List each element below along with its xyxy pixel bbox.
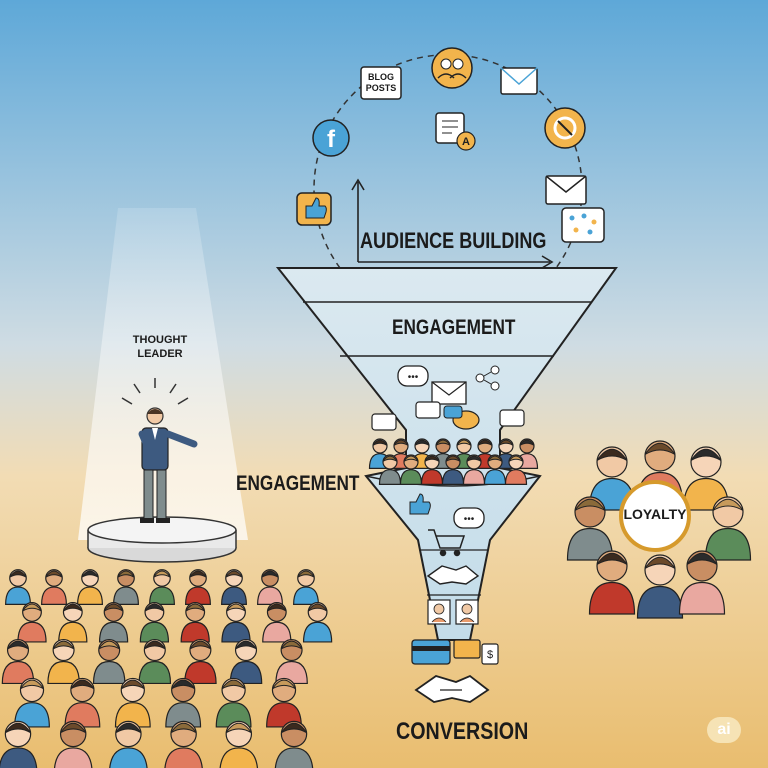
person	[462, 454, 486, 485]
handshake-icon	[426, 565, 480, 585]
person	[215, 677, 252, 728]
svg-text:$: $	[487, 649, 493, 661]
person	[41, 569, 67, 605]
person	[17, 602, 47, 643]
svg-text:•••: •••	[464, 514, 475, 525]
person	[219, 720, 259, 768]
article-icon: A	[435, 112, 476, 151]
ai-badge: ai	[707, 717, 741, 743]
person	[504, 454, 528, 485]
person	[47, 638, 80, 685]
conversion-label: CONVERSION	[396, 718, 529, 745]
person	[221, 602, 251, 643]
engagement-stage-label: ENGAGEMENT	[392, 316, 516, 339]
person	[149, 569, 175, 605]
thought-leader-line1: THOUGHT	[132, 334, 188, 346]
person	[588, 550, 636, 615]
person	[274, 720, 314, 768]
chat-bubble-icon: •••	[397, 365, 429, 387]
audience-crowd	[0, 569, 333, 768]
person	[5, 569, 31, 605]
person	[1, 638, 35, 685]
blog-line2: POSTS	[365, 83, 397, 93]
stage	[87, 516, 237, 563]
person	[98, 602, 129, 643]
person	[109, 720, 148, 768]
person	[704, 496, 752, 561]
network-chat-icon	[561, 207, 605, 243]
person	[293, 569, 319, 605]
handshake-icon	[414, 674, 490, 703]
person	[229, 638, 263, 685]
facebook-icon: f	[312, 119, 350, 157]
person	[262, 602, 292, 643]
svg-text:f: f	[327, 126, 336, 153]
person	[92, 638, 126, 685]
blog-posts-icon	[360, 66, 402, 100]
person	[441, 454, 465, 485]
person	[483, 454, 507, 485]
person	[180, 602, 210, 643]
person	[378, 454, 402, 485]
person	[275, 638, 308, 685]
thought-leader-label: THOUGHT LEADER	[130, 333, 190, 361]
person	[138, 638, 172, 685]
community-icon	[431, 47, 473, 89]
payment-icon: $	[453, 639, 499, 665]
mail-icon	[500, 67, 538, 95]
avatar-frame	[427, 599, 479, 625]
person	[14, 677, 50, 728]
blog-line1: BLOG	[368, 72, 394, 82]
thought-leader-line2: LEADER	[137, 348, 183, 360]
thumbs-up-icon	[409, 493, 431, 515]
person	[682, 446, 730, 511]
person	[257, 569, 283, 605]
person	[184, 638, 217, 685]
loyalty-badge	[619, 480, 691, 552]
audience-building-label: AUDIENCE BUILDING	[360, 228, 547, 253]
person	[399, 454, 423, 485]
funnel-crowd	[368, 438, 539, 485]
speaker-figure	[121, 378, 198, 523]
chat-bubble-icon: •••	[453, 507, 485, 529]
growth-axes	[351, 178, 554, 269]
person	[114, 677, 151, 728]
loyalty-group	[566, 440, 752, 619]
person	[420, 454, 444, 485]
svg-text:•••: •••	[408, 372, 419, 383]
person	[64, 677, 101, 728]
share-icon	[475, 365, 500, 391]
person	[53, 720, 93, 768]
person	[566, 496, 614, 561]
person	[185, 569, 211, 605]
person	[221, 569, 247, 605]
chat-bubble-icon	[371, 401, 525, 431]
blog-posts-label: BLOG POSTS	[362, 72, 400, 94]
person	[165, 677, 202, 728]
person	[164, 720, 203, 768]
person	[0, 720, 38, 768]
person	[139, 602, 170, 643]
thumbs-up-icon	[296, 192, 332, 226]
refresh-icon	[544, 107, 586, 149]
person	[678, 550, 726, 615]
mail-icon	[431, 381, 467, 405]
person	[77, 569, 103, 605]
credit-card-icon	[411, 639, 451, 665]
engagement-side-label: ENGAGEMENT	[236, 472, 360, 495]
person	[58, 602, 88, 643]
spotlight	[78, 208, 248, 540]
shopping-cart-icon	[428, 529, 466, 557]
person	[302, 602, 333, 643]
person	[113, 569, 139, 605]
envelope-icon	[545, 175, 587, 205]
svg-text:A: A	[462, 136, 470, 148]
loyalty-label: LOYALTY	[623, 506, 687, 522]
